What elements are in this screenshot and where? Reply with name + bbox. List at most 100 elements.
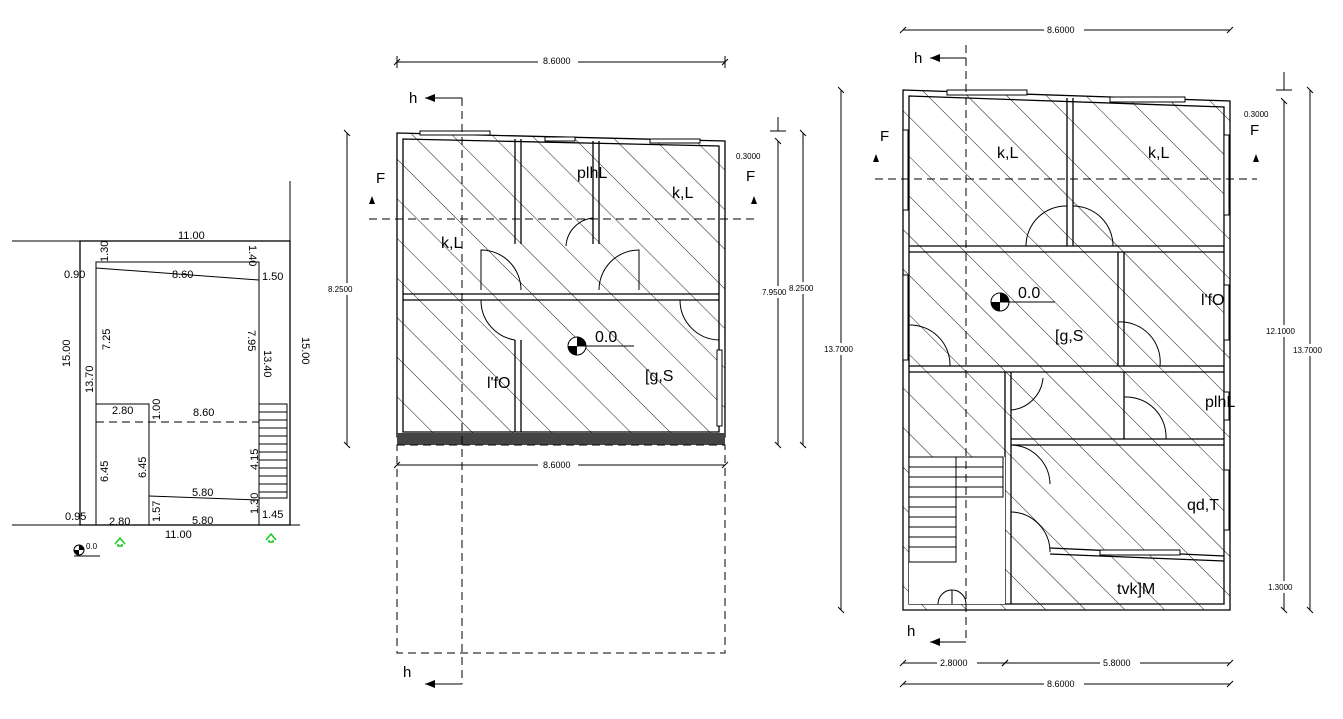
gf-door [598,249,640,291]
site-level: 0.0 [86,542,98,551]
ff-right-dim-bottom: 1.3000 [1268,583,1293,592]
gf-front-open-area [396,444,726,654]
site-inner-strip: 1.57 [151,501,163,522]
gf-room-1: k,L [441,235,462,252]
site-stair-width: 2.80 [112,405,133,417]
site-bottom-right-margin: 1.45 [262,509,283,521]
first-floor-plan: h h F F k,L k,L l'fO [g,S plhL qd,T tvk]… [822,24,1332,690]
gf-right-dim-2: 8.2500 [789,284,814,293]
gf-window [419,130,491,136]
ff-stair-area [909,457,1005,604]
site-stair-steps [258,403,288,499]
gf-door [480,299,516,341]
site-inner-left-height: 13.70 [84,365,96,393]
ff-bottom-total-dim: 8.6000 [1047,679,1075,689]
ff-door [1010,511,1051,553]
ff-window [1223,134,1230,216]
ff-room-5: plhL [1205,394,1235,411]
gf-room-2: plhL [577,165,607,182]
site-lower-room-width-2: 5.80 [192,515,213,527]
ff-window [1223,469,1230,531]
site-bottom-left-margin: 0.95 [65,511,86,523]
ff-level: 0.0 [1018,285,1040,302]
gf-inner-wall [402,138,720,433]
site-upper-wall [95,267,260,281]
ff-bottom-right-dim: 5.8000 [1103,658,1131,668]
gf-bottom-dim: 8.6000 [543,460,571,470]
site-lower-room-width: 5.80 [192,487,213,499]
ff-bottom-left-dim: 2.8000 [940,658,968,668]
gf-door [679,299,720,341]
ff-window [1109,96,1186,103]
ff-room-2: k,L [1148,145,1169,162]
ff-elev-right: F [1250,122,1259,139]
arrow-up-icon [369,196,375,204]
ff-window [946,89,1028,96]
site-upper-room-width: 8.60 [172,269,193,281]
ff-top-dim: 8.6000 [1047,25,1075,35]
gf-plinth [397,433,725,445]
gf-right-dim-1: 7.9500 [762,288,787,297]
level-marker-icon [73,544,100,557]
ff-room-7: tvk]M [1117,581,1155,598]
gf-top-dim: 8.6000 [543,56,571,66]
gf-window [716,349,723,427]
site-inner-lower-depth: 6.45 [137,457,149,478]
ff-door [1123,396,1167,440]
arrow-up-icon [1253,154,1259,162]
ff-window [902,274,909,361]
site-stair-gap: 1.00 [151,399,163,420]
gf-room-3: k,L [672,185,693,202]
ff-main-door [937,589,967,605]
gf-door [565,217,594,247]
gf-door [480,249,522,291]
ff-room-3: l'fO [1201,292,1225,309]
ff-elev-left: F [880,128,889,145]
ff-window [902,129,909,211]
ff-door [1010,377,1044,411]
site-right-strip: 1.30 [249,493,261,514]
site-upper-right-depth: 7.95 [245,330,257,351]
site-lower-wall [148,495,260,501]
arrow-up-icon [751,196,757,204]
site-middle-width: 8.60 [193,407,214,419]
ff-section-marker: h [914,50,922,67]
ff-left-dim: 13.7000 [824,345,853,354]
site-top-width: 11.00 [178,230,205,242]
site-top-left-offset: 1.30 [99,241,111,262]
site-inner-boundary [95,261,260,526]
ff-inner-wall [908,95,1225,605]
ff-door [908,324,951,367]
gf-small-dim: 0.3000 [736,152,761,161]
ff-door [1072,205,1114,247]
level-marker-icon [567,336,634,356]
ff-door [1025,205,1068,247]
ff-right-dim-top: 0.3000 [1244,110,1269,119]
gf-left-dim: 8.2500 [328,285,353,294]
ff-window [1099,549,1181,556]
ff-door [1010,444,1051,485]
entry-arrow-icon [114,536,126,547]
entry-arrow-icon [265,532,277,543]
site-right-lower-depth: 4.15 [249,449,261,470]
ff-door [1117,321,1161,367]
gf-hatch-fill [397,133,725,437]
gf-room-4: l'fO [487,375,511,392]
level-marker-icon [990,292,1055,312]
ff-room-6: qd,T [1187,497,1219,514]
gf-window [544,136,576,142]
ff-section-marker-bottom: h [907,623,915,640]
site-bottom-stair-width: 2.80 [109,516,130,528]
gf-level: 0.0 [595,329,617,346]
site-top-right-offset: 1.40 [246,245,258,266]
ground-floor-plan: h h F F k,L plhL k,L l'fO [g,S 0.0 8.600… [325,55,820,688]
ff-right-dim-inner: 12.1000 [1266,327,1295,336]
site-stair-block [95,403,150,526]
site-left-margin-top: 0.90 [64,269,85,281]
site-left-lower-depth: 6.45 [99,461,111,482]
site-plan: 11.00 11.00 15.00 15.00 13.70 13.40 1.30… [12,181,311,557]
gf-elev-left: F [376,170,385,187]
site-bottom-width: 11.00 [165,529,192,541]
